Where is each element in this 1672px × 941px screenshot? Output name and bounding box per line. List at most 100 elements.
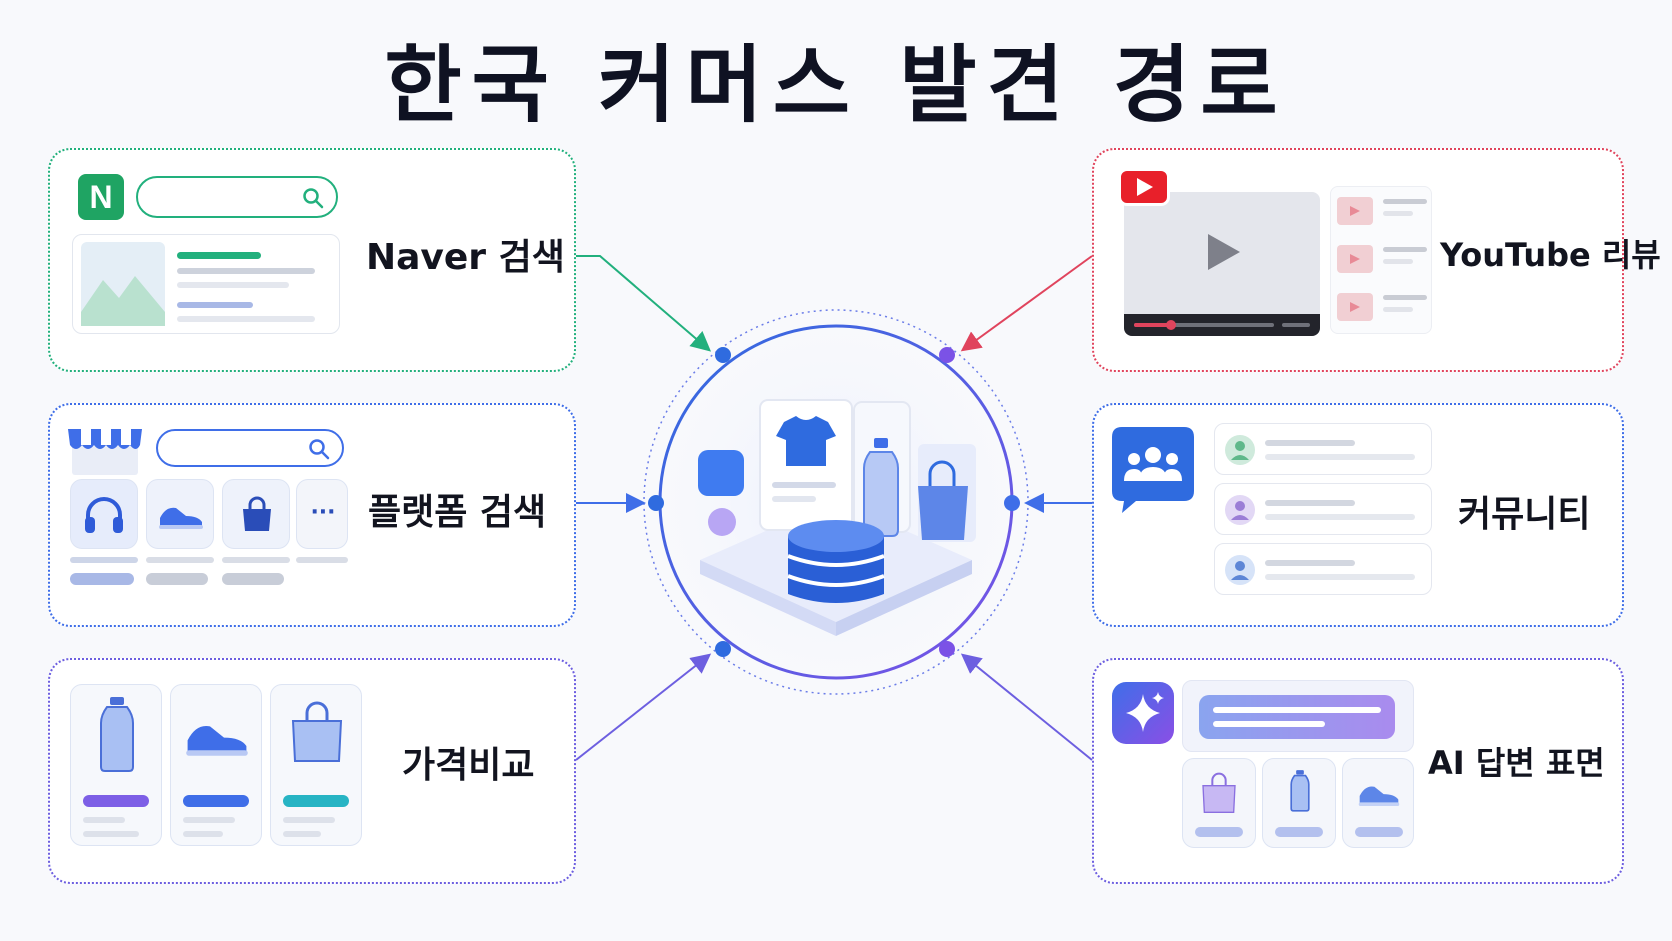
- tile-price-pill: [222, 573, 284, 585]
- price-tile-bag[interactable]: [270, 684, 362, 846]
- naver-search-input[interactable]: [136, 176, 338, 218]
- connector-ai: [960, 653, 1093, 761]
- related-meta-line: [1383, 211, 1413, 216]
- page-title: 한국 커머스 발견 경로: [384, 36, 1288, 134]
- progress-thumb[interactable]: [1166, 320, 1176, 330]
- price-tile-sneaker[interactable]: [170, 684, 262, 846]
- post-text-line: [1265, 514, 1415, 520]
- search-icon: [309, 439, 330, 460]
- connector-naver: [576, 255, 712, 352]
- price-pill: [283, 795, 349, 807]
- product-tile-bag[interactable]: [222, 479, 290, 549]
- result-link-line: [177, 302, 253, 308]
- ring-node: [715, 641, 731, 657]
- video-player[interactable]: [1124, 192, 1320, 336]
- related-title-line: [1383, 295, 1427, 300]
- price-text-line: [283, 817, 335, 823]
- result-text-line: [177, 268, 315, 274]
- ai-answer-line: [1213, 707, 1381, 713]
- ai-product-bag[interactable]: [1182, 758, 1256, 848]
- naver-result-card: [72, 234, 340, 334]
- related-video-thumb[interactable]: [1337, 197, 1373, 225]
- related-video-thumb[interactable]: [1337, 293, 1373, 321]
- result-text-line: [177, 282, 289, 288]
- ai-answer-bubble: [1199, 695, 1395, 739]
- result-text-line: [177, 316, 315, 322]
- product-tile-headphones[interactable]: [70, 479, 138, 549]
- sneaker-icon: [1358, 786, 1400, 807]
- related-title-line: [1383, 247, 1427, 252]
- shopping-bag-icon: [918, 486, 968, 540]
- community-post[interactable]: [1214, 483, 1432, 535]
- youtube-review-card: YouTube 리뷰: [1092, 148, 1661, 372]
- related-video-thumb[interactable]: [1337, 245, 1373, 273]
- related-title-line: [1383, 199, 1427, 204]
- more-icon: ···: [310, 500, 336, 525]
- naver-logo-icon: N: [78, 174, 124, 220]
- result-title-line: [177, 252, 261, 259]
- headphones-icon: [85, 497, 123, 533]
- platform-search-input[interactable]: [156, 429, 344, 467]
- tshirt-icon: [776, 416, 836, 466]
- tile-caption-line: [296, 557, 348, 563]
- floating-orb: [708, 508, 736, 536]
- price-text-line: [83, 817, 125, 823]
- related-meta-line: [1383, 259, 1413, 264]
- youtube-logo-icon: [1118, 168, 1170, 206]
- price-pill: [83, 795, 149, 807]
- sparkle-icon: [1112, 682, 1174, 744]
- search-icon: [303, 188, 324, 209]
- avatar: [1225, 495, 1255, 525]
- shopping-bag-icon: [291, 701, 343, 762]
- connector-price: [575, 653, 712, 761]
- tile-price-pill: [70, 573, 134, 585]
- related-meta-line: [1383, 307, 1413, 312]
- handbag-icon: [243, 496, 271, 531]
- ring-node: [939, 347, 955, 363]
- sneaker-icon: [159, 507, 203, 529]
- sneaker-icon: [186, 726, 248, 756]
- post-text-line: [1265, 454, 1415, 460]
- bottle-icon: [100, 697, 134, 772]
- community-post[interactable]: [1214, 423, 1432, 475]
- bottle-icon: [863, 451, 899, 537]
- price-text-line: [283, 831, 321, 837]
- video-controls-line: [1282, 323, 1310, 327]
- avatar: [1225, 435, 1255, 465]
- avatar: [1225, 555, 1255, 585]
- hub-illustration: [698, 399, 976, 636]
- post-title-line: [1265, 560, 1355, 566]
- youtube-review-label: YouTube 리뷰: [1440, 236, 1661, 274]
- tile-caption-line: [70, 557, 138, 563]
- price-text-line: [183, 831, 223, 837]
- price-tile-bottle[interactable]: [70, 684, 162, 846]
- ai-product-pill: [1275, 827, 1323, 837]
- product-tile-sneaker[interactable]: [146, 479, 214, 549]
- ai-answer-line: [1213, 721, 1325, 727]
- ring-node: [1004, 495, 1020, 511]
- tile-caption-line: [222, 557, 290, 563]
- price-pill: [183, 795, 249, 807]
- platform-search-card: ··· 플랫폼 검색: [48, 403, 576, 627]
- ring-node: [715, 347, 731, 363]
- shopping-bag-icon: [1202, 772, 1236, 813]
- floating-tile: [698, 450, 744, 496]
- store-icon: [68, 429, 142, 475]
- product-tile-more[interactable]: ···: [296, 479, 348, 549]
- community-label: 커뮤니티: [1458, 494, 1591, 535]
- ai-product-sneaker[interactable]: [1342, 758, 1414, 848]
- related-videos-list: [1330, 186, 1432, 334]
- community-post[interactable]: [1214, 543, 1432, 595]
- ai-product-pill: [1355, 827, 1403, 837]
- price-text-line: [183, 817, 235, 823]
- bottle-icon: [1290, 770, 1310, 812]
- price-compare-label: 가격비교: [402, 745, 535, 786]
- community-card: 커뮤니티: [1092, 403, 1624, 627]
- naver-search-card: N Naver 검색: [48, 148, 576, 372]
- post-title-line: [1265, 440, 1355, 446]
- progress-track-line: [1134, 323, 1274, 327]
- ai-product-bottle[interactable]: [1262, 758, 1336, 848]
- post-title-line: [1265, 500, 1355, 506]
- price-text-line: [83, 831, 139, 837]
